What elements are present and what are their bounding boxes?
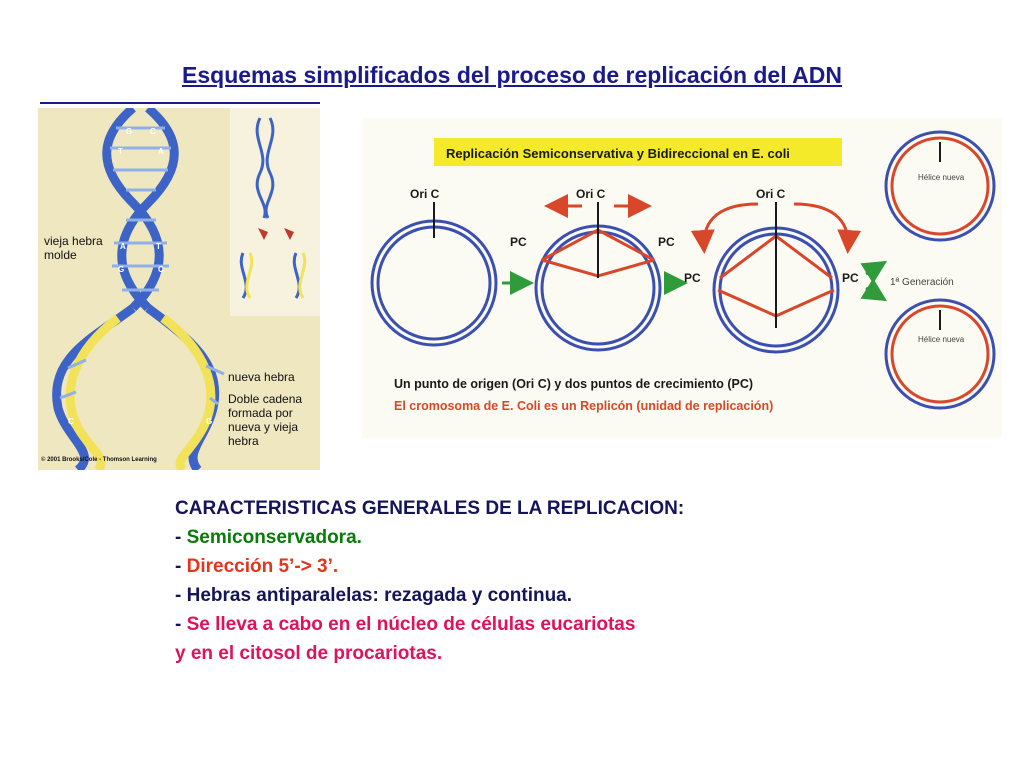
dna-replication-figure: G C T A A T G C C G vieja hebra molde nu… bbox=[38, 104, 320, 474]
new-strand-left-fork bbox=[65, 314, 121, 473]
label-new-strand: nueva hebra bbox=[228, 370, 295, 384]
daughter-circle-top bbox=[884, 130, 996, 242]
new-strand-right-fork bbox=[160, 314, 216, 474]
base-pair-rungs bbox=[59, 126, 225, 406]
step-arrow-down bbox=[860, 278, 888, 302]
inset-daughter-right-old bbox=[292, 252, 301, 299]
fork-arrow-right bbox=[793, 202, 862, 254]
inset-arrow-right bbox=[284, 228, 294, 240]
dna-helix-drawing: G C T A A T G C C G bbox=[52, 104, 320, 474]
page-title: Esquemas simplificados del proceso de re… bbox=[182, 62, 842, 88]
base-letter: G bbox=[118, 265, 124, 274]
ori-label: Ori C bbox=[576, 187, 606, 201]
inset-arrow-left bbox=[258, 228, 268, 240]
inset-daughter-left-new bbox=[245, 252, 254, 299]
inset-helix-old-2 bbox=[264, 117, 275, 219]
replication-diagram: Replicación Semiconservativa y Bidirecci… bbox=[370, 130, 996, 413]
base-letter: G bbox=[206, 417, 212, 426]
inset-daughter-left-old bbox=[239, 252, 248, 299]
generation-label: 1ª Generación bbox=[890, 277, 954, 288]
base-letter: A bbox=[120, 242, 126, 251]
helix-label: Hélice nueva bbox=[918, 335, 965, 344]
pc-label: PC bbox=[842, 271, 859, 285]
characteristics-block: CARACTERISTICAS GENERALES DE LA REPLICAC… bbox=[175, 494, 935, 668]
base-letter: T bbox=[156, 242, 161, 251]
ori-label: Ori C bbox=[410, 187, 440, 201]
list-item-continuation: y en el citosol de procariotas. bbox=[175, 643, 443, 664]
base-letter: C bbox=[68, 417, 74, 426]
fork-arrow-left bbox=[690, 202, 759, 254]
inset-daughter-right-new bbox=[298, 252, 307, 299]
list-item: - Semiconservadora. bbox=[175, 527, 362, 548]
base-letter: G bbox=[126, 127, 132, 136]
copyright-note: © 2001 Brooks/Cole - Thomson Learning bbox=[41, 457, 157, 463]
base-letter: C bbox=[150, 127, 156, 136]
pc-label: PC bbox=[658, 235, 675, 249]
caption-2: El cromosoma de E. Coli es un Replicón (… bbox=[394, 399, 773, 413]
old-strand-right-upper bbox=[117, 104, 179, 312]
base-letter: T bbox=[118, 147, 123, 156]
characteristics-heading: CARACTERISTICAS GENERALES DE LA REPLICAC… bbox=[175, 498, 685, 519]
list-item: - Dirección 5’-> 3’. bbox=[175, 556, 339, 577]
list-item: - Se lleva a cabo en el núcleo de célula… bbox=[175, 614, 636, 635]
label-double-strand: Doble cadena formada por nueva y vieja h… bbox=[228, 392, 303, 448]
base-letter: A bbox=[158, 147, 164, 156]
daughter-circle-bottom bbox=[884, 298, 996, 410]
pc-label: PC bbox=[510, 235, 527, 249]
caption-1: Un punto de origen (Ori C) y dos puntos … bbox=[394, 377, 753, 391]
step-arrow-up bbox=[860, 260, 888, 284]
figure-header-bg bbox=[434, 138, 842, 166]
chromosome-circle-1 bbox=[370, 219, 498, 347]
figure-header: Replicación Semiconservativa y Bidirecci… bbox=[446, 146, 790, 161]
inset-panel bbox=[230, 108, 320, 316]
label-old-strand: vieja hebra molde bbox=[44, 234, 103, 262]
list-item: - Hebras antiparalelas: rezagada y conti… bbox=[175, 585, 573, 606]
old-strand-left-upper bbox=[102, 104, 164, 312]
inset-helix-old bbox=[255, 117, 267, 219]
ori-label: Ori C bbox=[756, 187, 786, 201]
pc-label: PC bbox=[684, 271, 701, 285]
helix-label: Hélice nueva bbox=[918, 173, 965, 182]
base-letter: C bbox=[158, 265, 164, 274]
title-underline-rule bbox=[40, 102, 320, 104]
ecoli-replication-figure: Replicación Semiconservativa y Bidirecci… bbox=[362, 118, 1002, 438]
